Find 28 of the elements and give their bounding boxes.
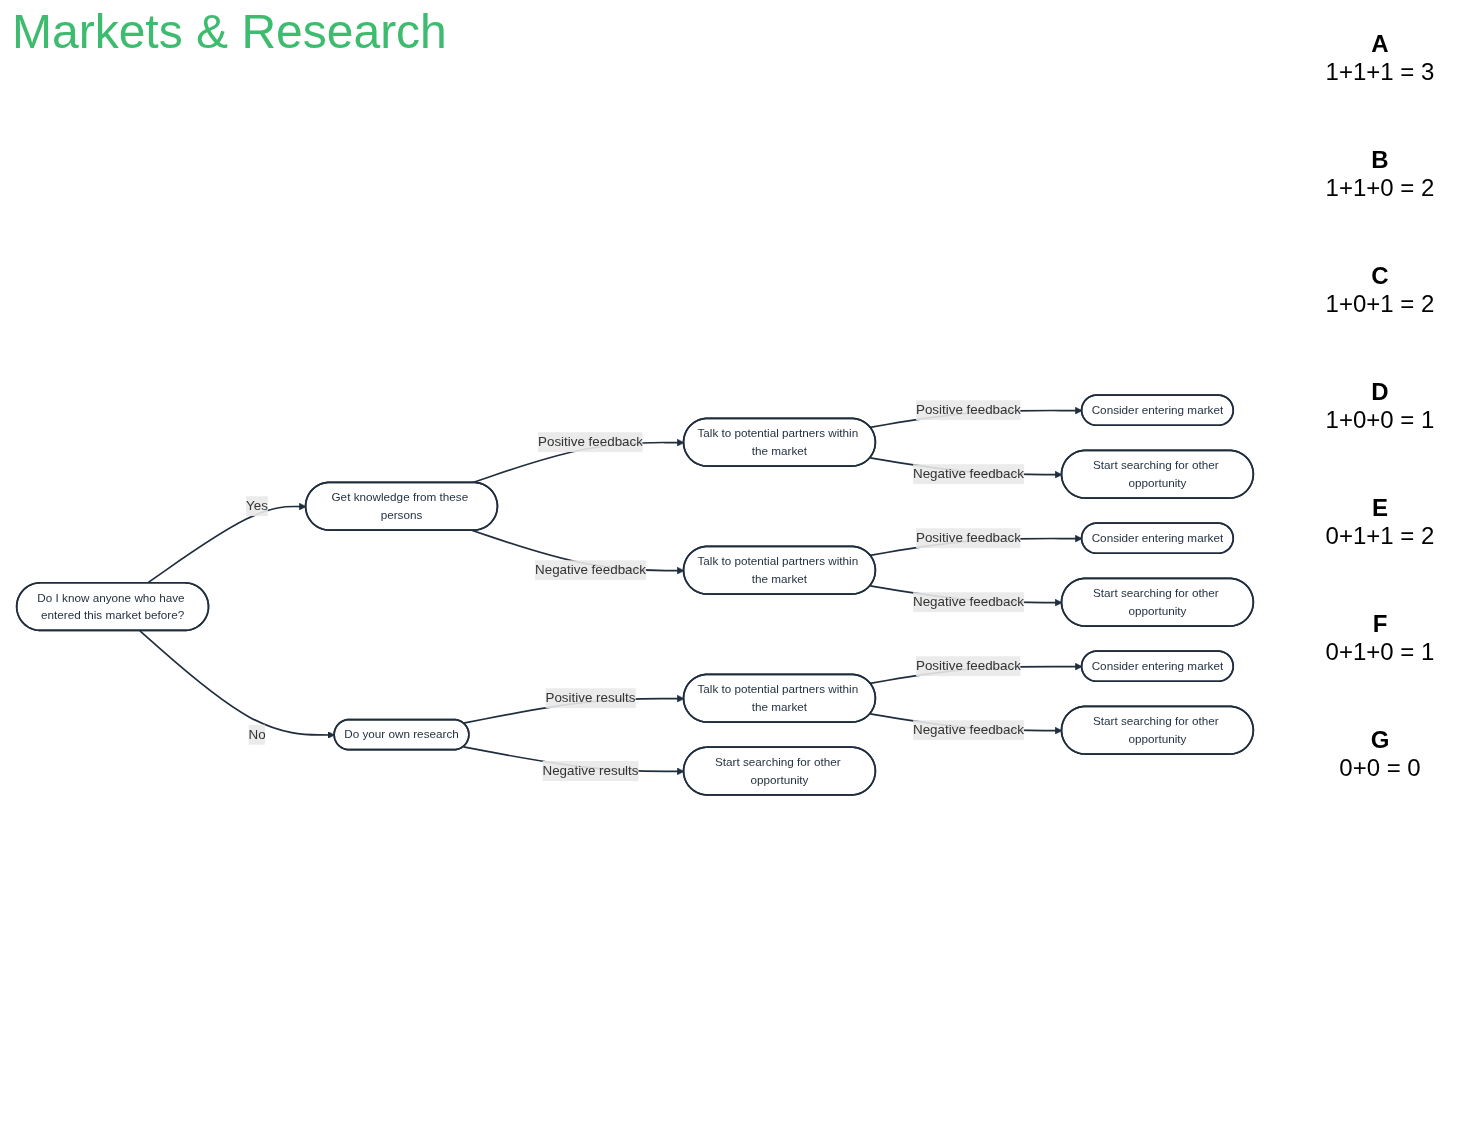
score-formula: 1+0+1 = 2 [1325, 290, 1435, 318]
outcome-letter: D [1371, 378, 1389, 406]
outcome-letter: B [1371, 146, 1389, 174]
edge-label: Yes [246, 498, 268, 513]
score-formula: 0+0 = 0 [1339, 754, 1421, 782]
outcome-letter: F [1372, 610, 1388, 638]
arrow [139, 630, 335, 739]
edge-label: Positive feedback [915, 402, 1021, 417]
outcome-letter: G [1370, 726, 1390, 754]
edge-label: Negative results [542, 763, 639, 778]
edge-label: Negative feedback [913, 466, 1024, 481]
score-formula: 0+1+0 = 1 [1325, 638, 1435, 666]
edge-label: Negative feedback [913, 722, 1024, 737]
score-formula: 1+0+0 = 1 [1325, 406, 1435, 434]
edge-label: Negative feedback [913, 594, 1024, 609]
score-formula: 0+1+1 = 2 [1325, 522, 1435, 550]
title: Markets & Research [12, 4, 447, 59]
score-formula: 1+1+0 = 2 [1325, 174, 1435, 202]
edge-label: Positive feedback [538, 434, 643, 449]
outcome-letter: A [1371, 30, 1389, 58]
edge-label: Positive feedback [915, 530, 1021, 545]
edge-label: No [248, 727, 266, 742]
outcome-letter: C [1371, 262, 1389, 290]
edge-label: Negative feedback [535, 562, 646, 577]
outcome-letter: E [1372, 494, 1388, 522]
edge-label: Positive results [545, 690, 636, 705]
score-formula: 1+1+1 = 3 [1325, 58, 1435, 86]
edge-label: Positive feedback [915, 658, 1021, 673]
